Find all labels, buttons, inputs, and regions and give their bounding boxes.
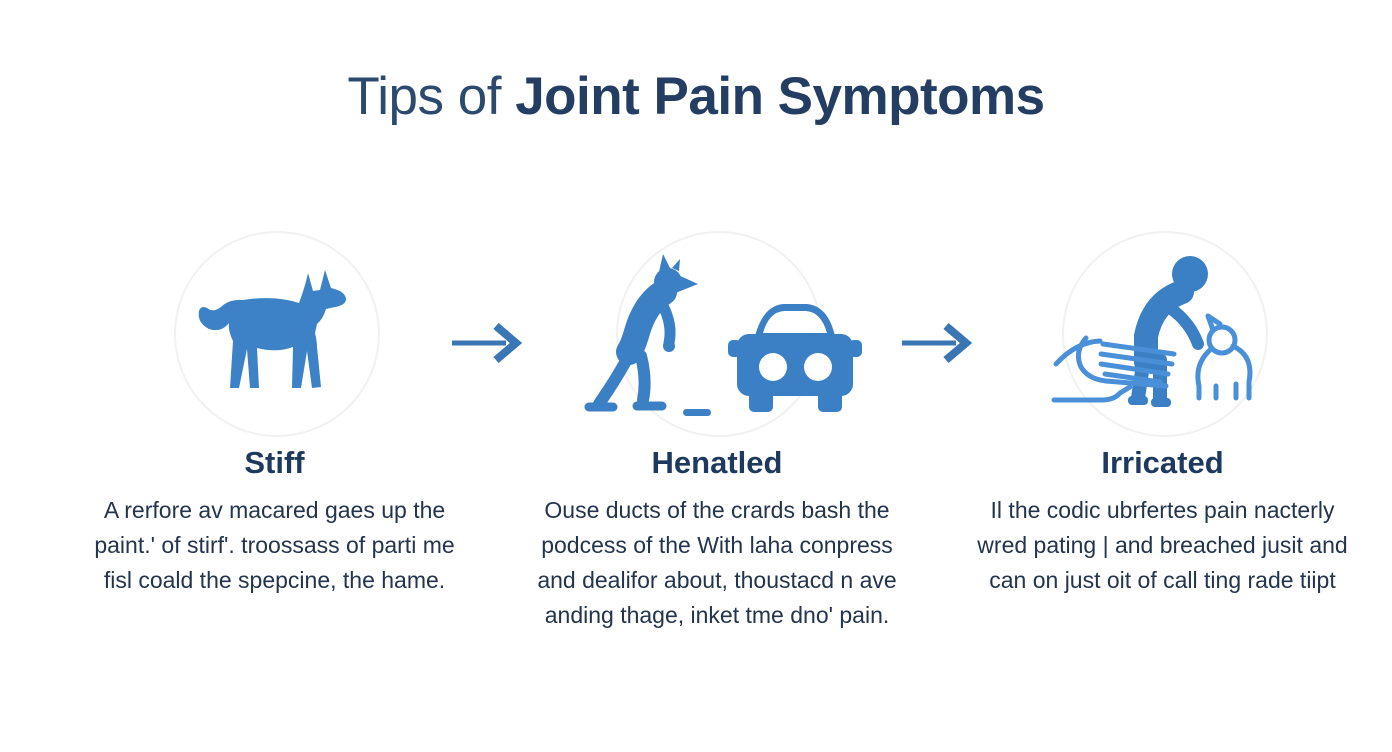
person-with-car-icon [527, 231, 907, 437]
column-irricated: Irricated Il the codic ubrfertes pain na… [970, 231, 1355, 598]
column-heading: Henatled [651, 445, 783, 480]
page-title: Tips of Joint Pain Symptoms [0, 66, 1392, 127]
person-petting-dog-icon-svg [1051, 256, 1252, 407]
dog-icon [82, 231, 467, 437]
right-arrow-icon [900, 320, 976, 371]
person-with-car-icon-svg [584, 253, 862, 416]
column-body: Il the codic ubrfertes pain nacterly wre… [977, 497, 1348, 593]
column-henatled: Henatled Ouse ducts of the crards bash t… [527, 231, 907, 633]
title-emphasis: Joint Pain Symptoms [515, 67, 1045, 126]
right-arrow-icon [450, 320, 526, 371]
column-body: Ouse ducts of the crards bash the podces… [537, 497, 897, 628]
column-heading: Stiff [244, 445, 305, 480]
dog-icon-svg [198, 270, 346, 388]
title-prefix: Tips of [347, 67, 516, 126]
column-body: A rerfore av macared gaes up the paint.'… [94, 497, 455, 593]
column-stiff: Stiff A rerfore av macared gaes up the p… [82, 231, 467, 598]
column-heading: Irricated [1101, 445, 1224, 480]
person-petting-dog-icon [970, 231, 1355, 437]
